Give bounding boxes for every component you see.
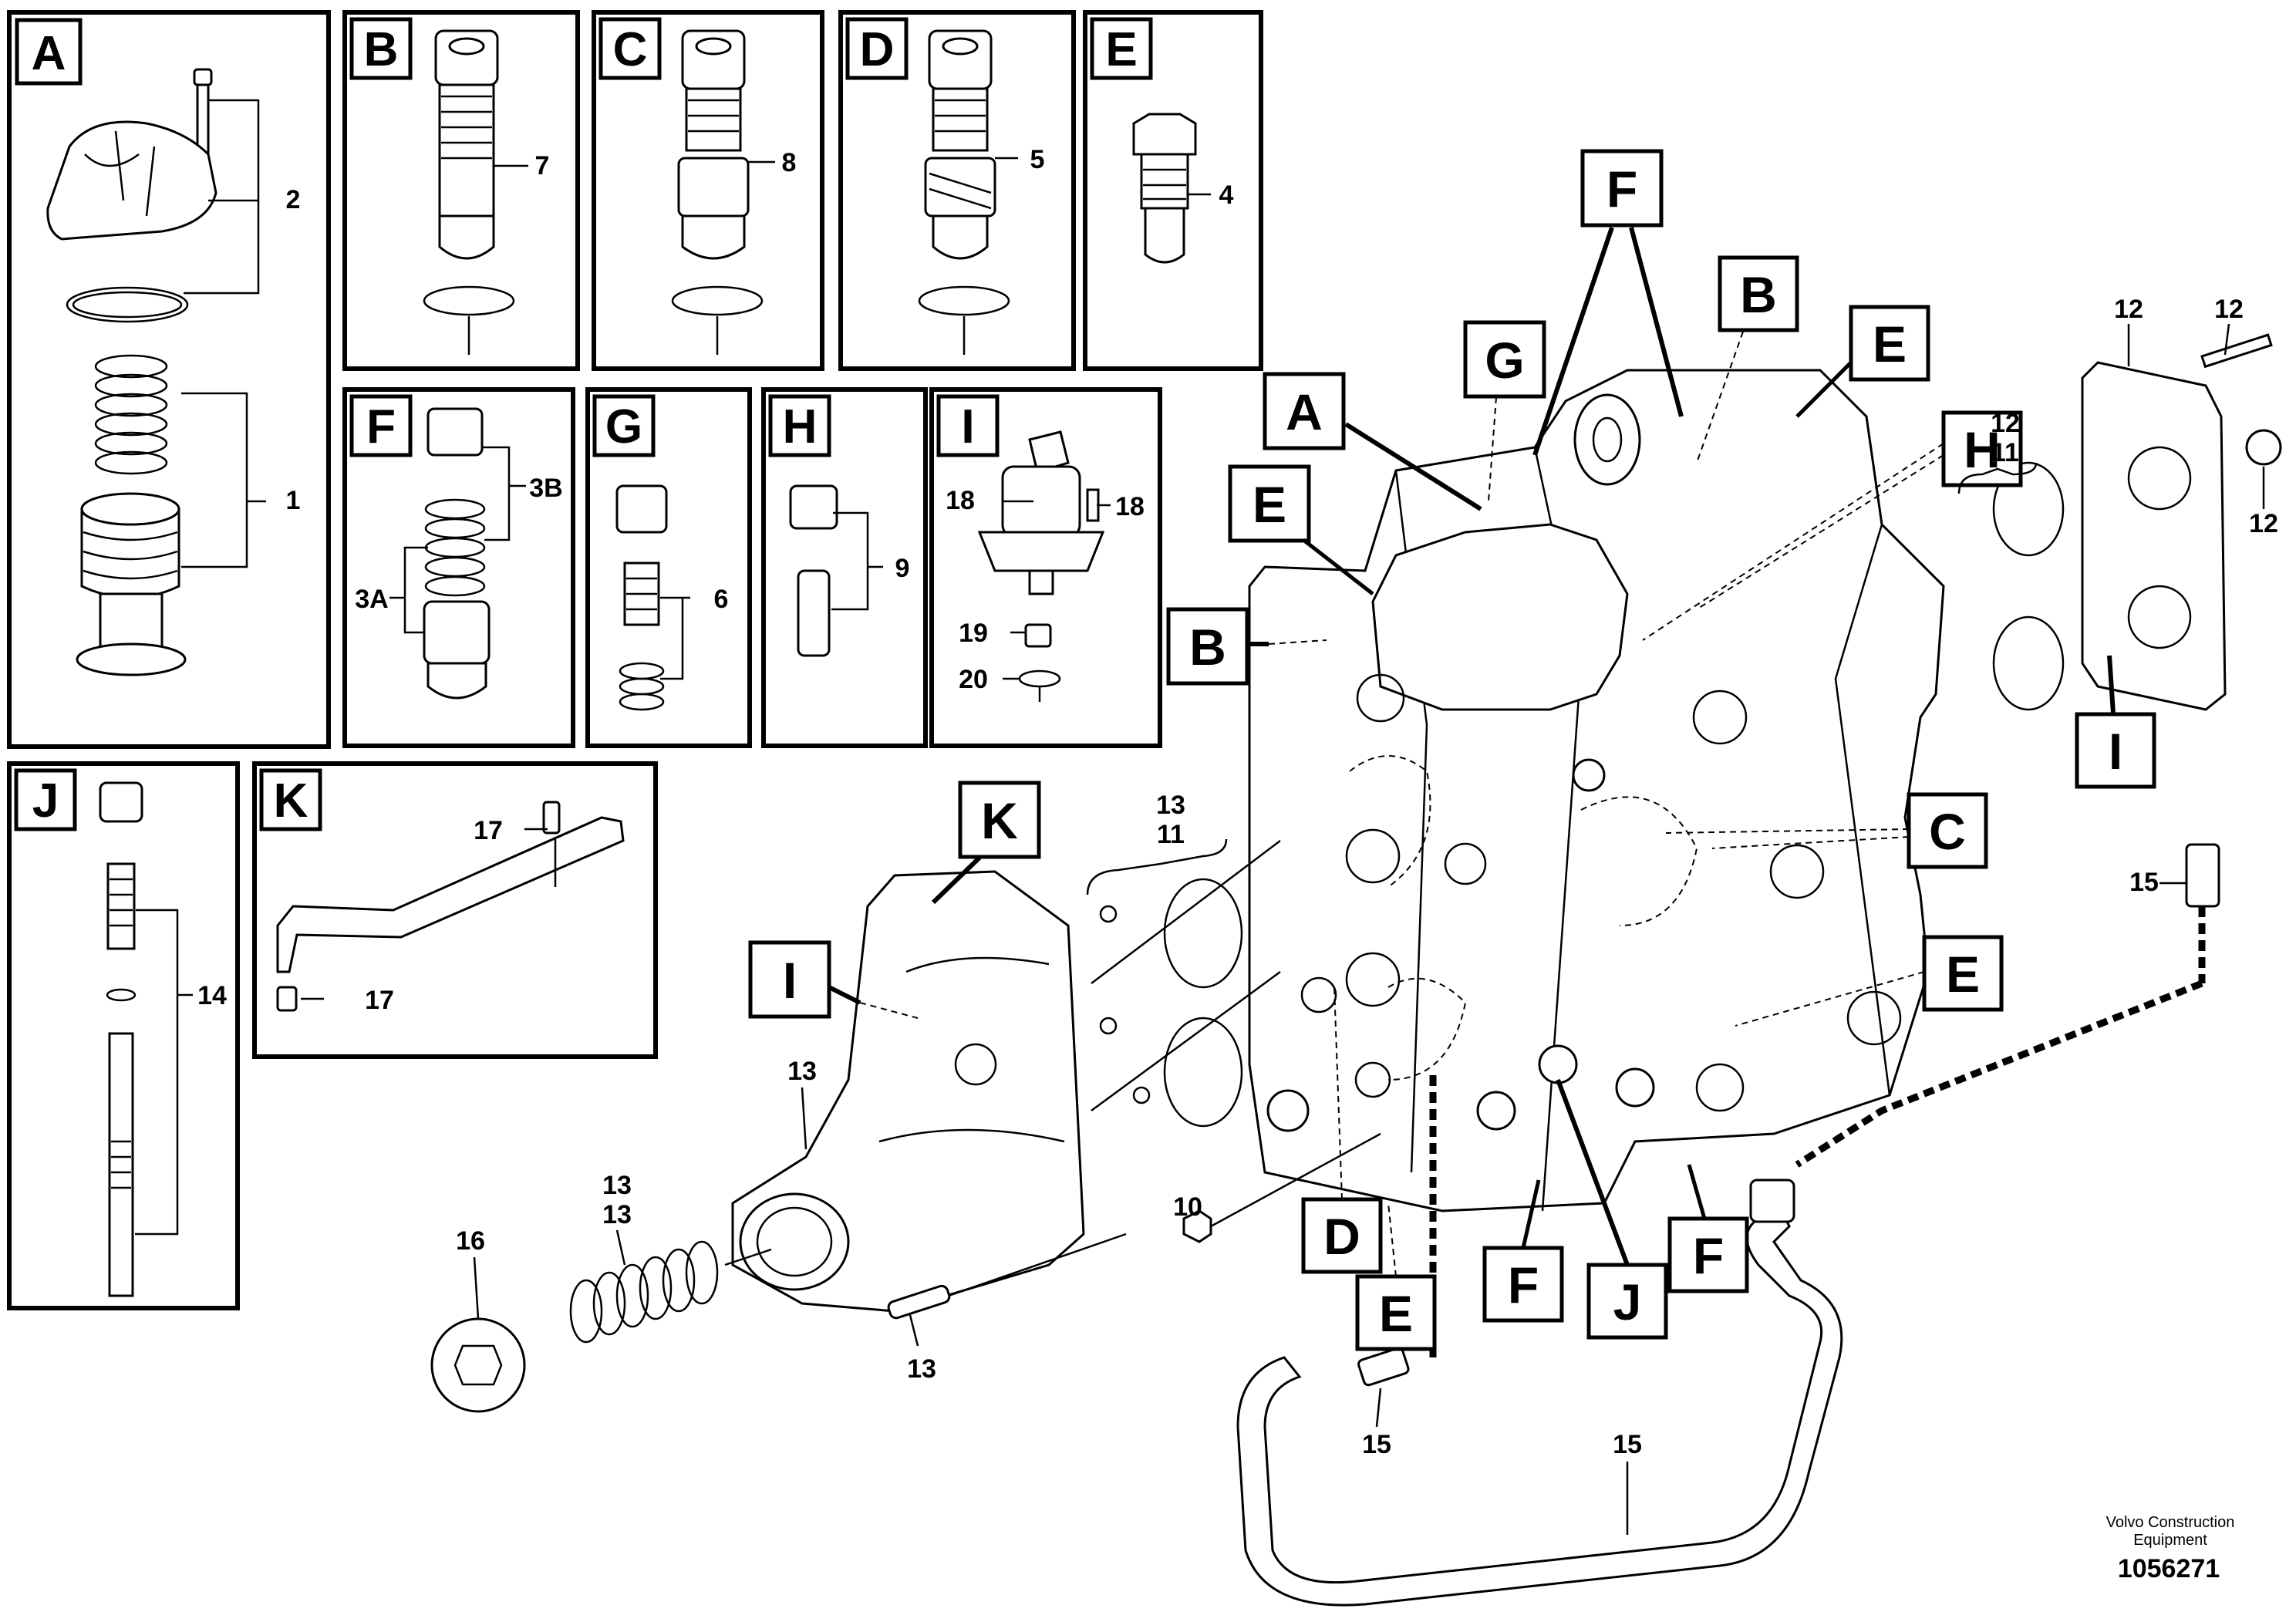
svg-text:I: I — [2109, 723, 2122, 780]
footer: Volvo Construction Equipment 1056271 — [2106, 1514, 2235, 1583]
panel-c-label: C — [613, 23, 648, 76]
svg-text:F: F — [1693, 1227, 1724, 1284]
callout-b-top: B — [1696, 255, 1799, 464]
svg-text:E: E — [1253, 476, 1286, 533]
panel-h-label: H — [783, 400, 818, 454]
callout-h: H — [1642, 410, 2023, 641]
part-number-13-cover: 13 — [787, 1057, 817, 1086]
part-number-15-fitting-bottom: 15 — [1362, 1430, 1391, 1459]
svg-text:J: J — [1613, 1273, 1642, 1330]
part-number-19: 19 — [959, 619, 988, 648]
control-valve-assembly — [430, 333, 2282, 1607]
callout-j: J — [1556, 1078, 1668, 1340]
part-number-1: 1 — [286, 486, 301, 515]
part-number-15-pipe: 15 — [1613, 1430, 1642, 1459]
callout-e-right: E — [1735, 935, 2004, 1027]
part-number-12-bolt: 12 — [2214, 295, 2244, 324]
svg-text:B: B — [1740, 266, 1777, 323]
panel-b-label: B — [364, 23, 399, 76]
part-number-7: 7 — [535, 151, 550, 180]
detail-panel-j: J 14 — [7, 761, 240, 1310]
panel-g-label: G — [605, 400, 642, 454]
callout-f-bottom: F — [1482, 1179, 1564, 1323]
part-number-10: 10 — [1173, 1192, 1202, 1222]
part-number-18-left: 18 — [946, 486, 975, 515]
callout-e-bottom: E — [1355, 1202, 1437, 1351]
assembly-part-numbers: 12 12 12 12 11 15 13 11 13 13 16 13 10 1… — [456, 295, 2278, 1535]
part-number-20: 20 — [959, 665, 988, 694]
svg-text:F: F — [1508, 1256, 1539, 1313]
part-number-11-gasket: 11 — [1991, 438, 2019, 467]
callout-i-left: I — [748, 940, 919, 1019]
callout-e-top: E — [1795, 305, 1930, 418]
part-number-4: 4 — [1219, 180, 1234, 210]
callout-b-left: B — [1166, 607, 1327, 686]
panel-e-label: E — [1105, 23, 1137, 76]
detail-panel-a: A 2 1 — [7, 10, 331, 749]
detail-panel-d: D 5 — [838, 10, 1076, 371]
part-number-12-plate: 12 — [2114, 295, 2143, 324]
part-number-9: 9 — [895, 554, 910, 583]
panel-i-label: I — [961, 400, 974, 454]
part-number-5: 5 — [1030, 145, 1045, 174]
part-number-16-spring: 13 — [602, 1200, 632, 1229]
detail-panel-g: G 6 — [585, 387, 752, 748]
panel-j-label: J — [32, 774, 59, 828]
callout-f-top: F — [1532, 149, 1684, 456]
letter-callouts: F B E G A H E — [748, 149, 2156, 1351]
credit-line-2: Equipment — [2133, 1532, 2207, 1549]
svg-text:B: B — [1189, 619, 1226, 676]
svg-text:F: F — [1607, 160, 1637, 218]
part-number-13-spring: 13 — [602, 1171, 632, 1200]
callout-i-right: I — [2075, 655, 2156, 789]
part-number-13-gasket: 13 — [1156, 791, 1185, 820]
svg-text:G: G — [1485, 332, 1524, 389]
detail-panel-h: H 9 — [761, 387, 928, 748]
part-number-3b: 3B — [529, 474, 562, 503]
callout-f-right: F — [1667, 1164, 1749, 1293]
part-number-11-gasket-left: 11 — [1157, 820, 1185, 849]
part-number-17-top: 17 — [474, 816, 503, 845]
svg-text:E: E — [1873, 315, 1907, 373]
part-number-6: 6 — [714, 585, 729, 614]
detail-panel-e: E 4 — [1083, 10, 1263, 371]
detail-panel-i: I 18 18 19 20 — [929, 387, 1162, 748]
detail-panel-c: C 8 — [592, 10, 824, 371]
part-number-2: 2 — [286, 185, 301, 214]
credit-line-1: Volvo Construction — [2106, 1514, 2235, 1531]
panel-f-label: F — [366, 400, 396, 454]
part-number-3a: 3A — [355, 585, 388, 614]
callout-g: G — [1463, 320, 1546, 502]
part-number-14: 14 — [197, 981, 227, 1010]
svg-text:D: D — [1323, 1208, 1360, 1265]
callout-d: D — [1301, 986, 1383, 1274]
part-number-17-bottom: 17 — [365, 986, 394, 1015]
callout-k: K — [931, 781, 1041, 905]
svg-text:E: E — [1379, 1285, 1413, 1342]
panel-a-label: A — [32, 27, 66, 80]
callout-c: C — [1665, 792, 1988, 869]
callout-e-left: E — [1228, 464, 1374, 595]
detail-panel-b: B 7 — [342, 10, 580, 371]
part-number-12-gasket: 12 — [1991, 409, 2020, 438]
svg-text:I: I — [783, 952, 797, 1009]
part-number-8: 8 — [782, 148, 797, 177]
panel-d-label: D — [860, 23, 895, 76]
part-number-13-bolt: 13 — [907, 1354, 936, 1384]
svg-text:C: C — [1929, 803, 1966, 860]
part-number-18-right: 18 — [1115, 492, 1145, 521]
part-number-15-fitting-right: 15 — [2129, 868, 2159, 897]
svg-text:A: A — [1286, 383, 1323, 440]
part-number-13-plug: 16 — [456, 1226, 485, 1256]
callout-a: A — [1263, 372, 1482, 511]
svg-text:H: H — [1964, 421, 2001, 478]
detail-panel-f: F 3B 3A — [342, 387, 575, 748]
detail-panel-k: K 17 17 — [252, 761, 658, 1059]
svg-text:E: E — [1946, 946, 1980, 1003]
svg-text:K: K — [981, 792, 1018, 849]
part-number-12-plug: 12 — [2249, 509, 2278, 538]
document-id: 1056271 — [2118, 1554, 2220, 1583]
panel-k-label: K — [274, 774, 308, 828]
